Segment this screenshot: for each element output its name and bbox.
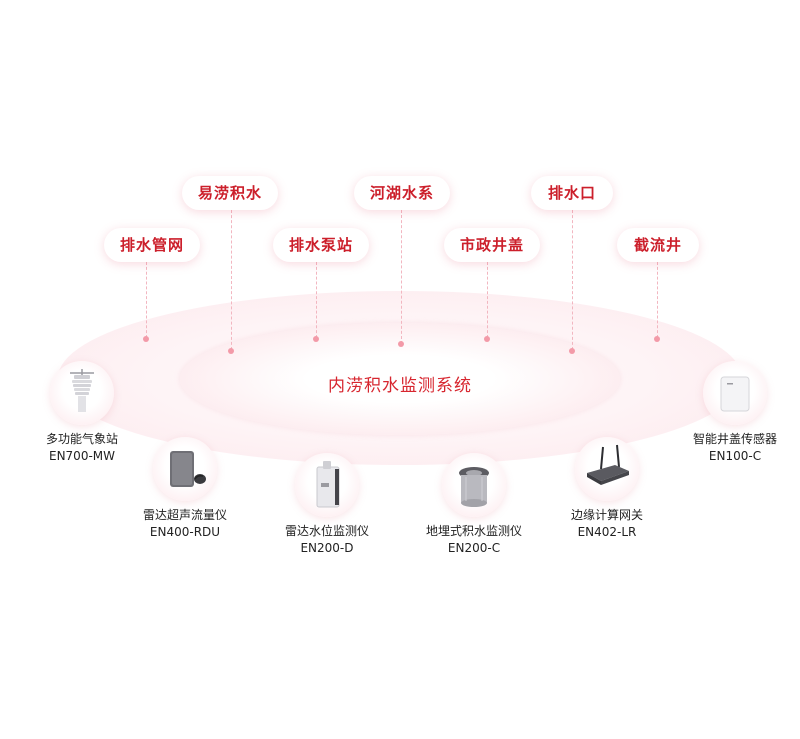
tag-pump-station: 排水泵站 [273, 228, 369, 262]
tag-flood-waterlogging: 易涝积水 [182, 176, 278, 210]
device-name: 地埋式积水监测仪 [425, 524, 522, 538]
device-name: 多功能气象站 [45, 432, 118, 446]
connector-line [572, 210, 573, 350]
device-name: 智能井盖传感器 [692, 432, 777, 446]
flow-meter-icon [153, 437, 217, 501]
connector-dot [313, 336, 319, 342]
device-name: 边缘计算网关 [570, 508, 643, 522]
device-edge-gateway: 边缘计算网关 EN402-LR [532, 437, 682, 539]
device-manhole-sensor: 智能井盖传感器 EN100-C [665, 361, 800, 463]
device-buried-sensor: 地埋式积水监测仪 EN200-C [394, 453, 554, 555]
device-model: EN400-RDU [149, 525, 221, 539]
connector-dot [398, 341, 404, 347]
device-model: EN100-C [708, 449, 762, 463]
tag-manhole-cover: 市政井盖 [444, 228, 540, 262]
device-name: 雷达超声流量仪 [142, 508, 227, 522]
connector-line [487, 262, 488, 338]
connector-dot [143, 336, 149, 342]
connector-line [657, 262, 658, 338]
connector-dot [484, 336, 490, 342]
tag-drainage-network: 排水管网 [104, 228, 200, 262]
tag-drain-outlet: 排水口 [531, 176, 613, 210]
device-model: EN700-MW [48, 449, 115, 463]
connector-dot [228, 348, 234, 354]
device-model: EN200-C [447, 541, 501, 555]
manhole-sensor-icon [703, 361, 767, 425]
water-level-sensor-icon [295, 453, 359, 517]
tag-interception-well: 截流井 [617, 228, 699, 262]
device-model: EN402-LR [577, 525, 637, 539]
weather-station-icon [50, 361, 114, 425]
tag-rivers-lakes: 河湖水系 [354, 176, 450, 210]
device-model: EN200-D [300, 541, 354, 555]
device-flow-meter: 雷达超声流量仪 EN400-RDU [110, 437, 260, 539]
device-name: 雷达水位监测仪 [284, 524, 369, 538]
connector-line [146, 262, 147, 338]
connector-line [401, 210, 402, 344]
device-water-level-radar: 雷达水位监测仪 EN200-D [252, 453, 402, 555]
connector-dot [569, 348, 575, 354]
connector-line [316, 262, 317, 338]
buried-sensor-icon [442, 453, 506, 517]
gateway-router-icon [575, 437, 639, 501]
connector-line [231, 210, 232, 350]
connector-dot [654, 336, 660, 342]
device-weather-station: 多功能气象站 EN700-MW [17, 361, 147, 463]
system-title: 内涝积水监测系统 [328, 376, 472, 396]
